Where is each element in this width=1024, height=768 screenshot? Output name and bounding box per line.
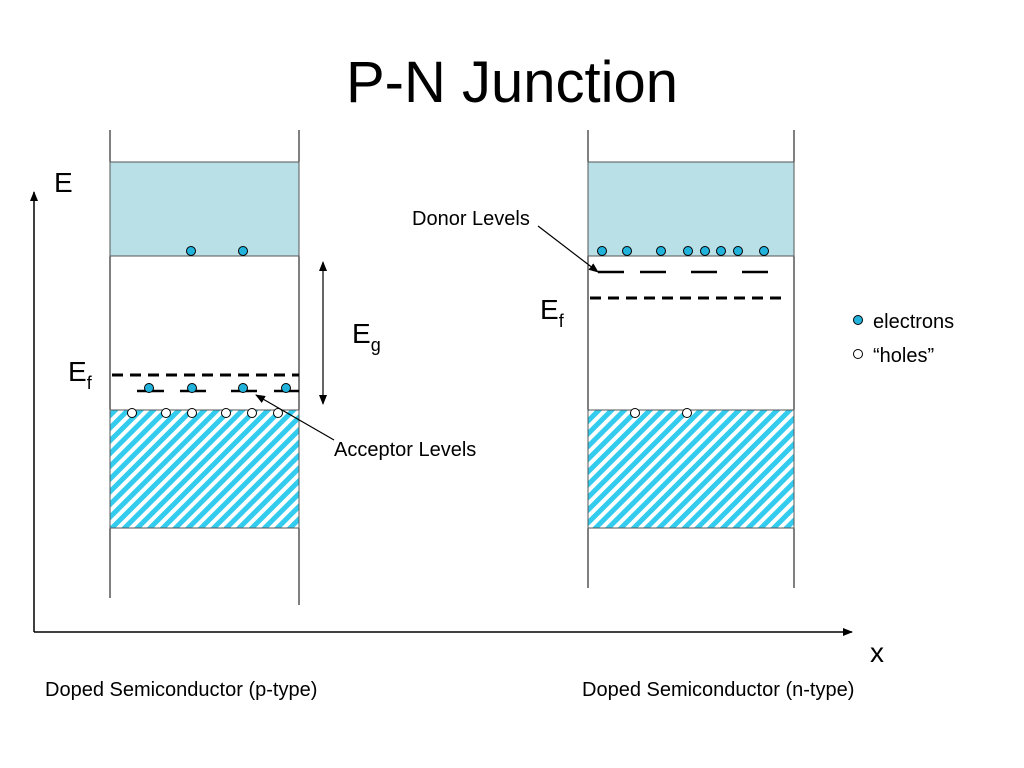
n-type-conduction-band [587, 161, 795, 257]
valence-hole [273, 408, 283, 418]
valence-hole [630, 408, 640, 418]
legend-holes-label: “holes” [873, 345, 934, 367]
legend-electron-marker [853, 315, 863, 325]
acceptor-levels-pointer [255, 394, 335, 441]
legend-hole-marker [853, 349, 863, 359]
valence-hole [127, 408, 137, 418]
p-type-caption: Doped Semiconductor (p-type) [45, 679, 317, 701]
valence-hole [682, 408, 692, 418]
conduction-electron [733, 246, 743, 256]
slide-title: P-N Junction [345, 50, 679, 115]
acceptor-electron [144, 383, 154, 393]
acceptor-electron [281, 383, 291, 393]
p-type-conduction-band [109, 161, 300, 257]
conduction-electron [238, 246, 248, 256]
p-type-valence-band [109, 409, 300, 529]
conduction-electron [597, 246, 607, 256]
energy-axis-label: E [54, 167, 73, 198]
valence-hole [247, 408, 257, 418]
valence-hole [161, 408, 171, 418]
conduction-electron [186, 246, 196, 256]
n-type-caption: Doped Semiconductor (n-type) [582, 679, 854, 701]
valence-hole [187, 408, 197, 418]
conduction-electron [700, 246, 710, 256]
conduction-electron [716, 246, 726, 256]
acceptor-levels-label: Acceptor Levels [334, 439, 476, 461]
acceptor-electron [187, 383, 197, 393]
n-type-semiconductor: Ef Donor Levels [412, 130, 795, 588]
n-type-valence-band [587, 409, 795, 529]
valence-hole [221, 408, 231, 418]
n-type-fermi-label: Ef [540, 294, 565, 331]
p-type-semiconductor: Ef Acceptor Levels [68, 130, 476, 605]
conduction-electron [759, 246, 769, 256]
conduction-electron [656, 246, 666, 256]
acceptor-electron [238, 383, 248, 393]
conduction-electron [683, 246, 693, 256]
band-gap-label: Eg [352, 318, 381, 355]
legend: electrons “holes” [853, 311, 954, 367]
p-type-fermi-label: Ef [68, 356, 93, 393]
position-axis-label: x [870, 637, 884, 668]
legend-electrons-label: electrons [873, 311, 954, 333]
donor-levels-pointer [537, 225, 599, 273]
donor-levels-label: Donor Levels [412, 208, 530, 230]
conduction-electron [622, 246, 632, 256]
